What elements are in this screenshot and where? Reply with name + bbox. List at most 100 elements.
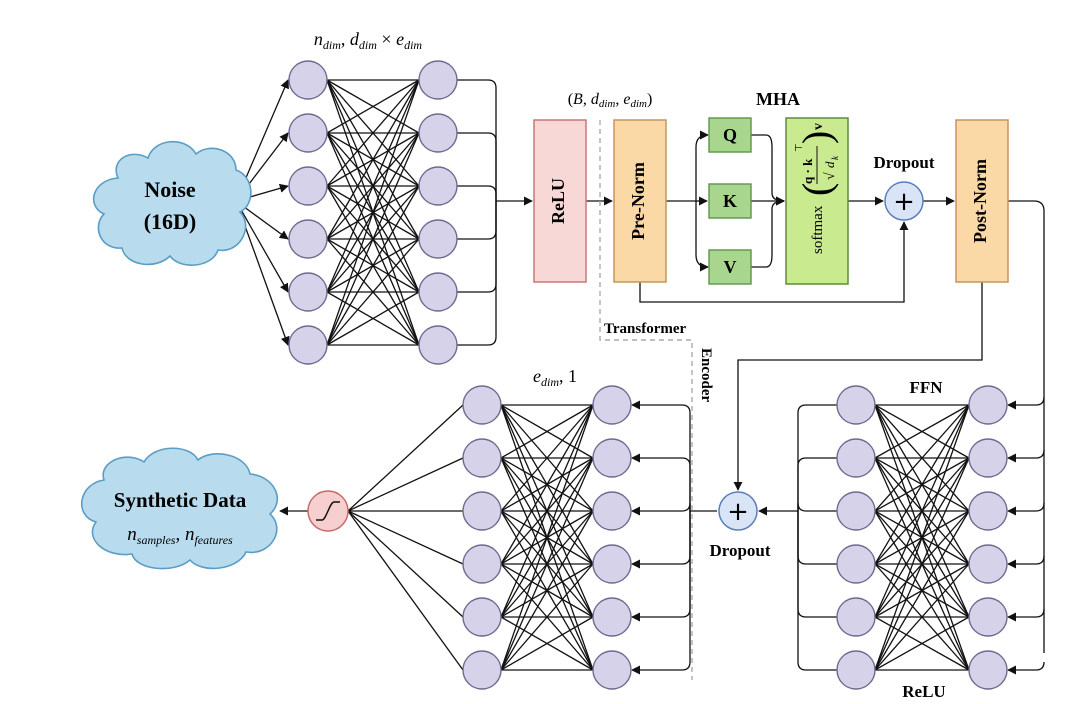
post-norm-block: Post-Norm (955, 119, 1009, 283)
bottom-left-input-neuron-5 (592, 597, 632, 637)
mesh-edge (874, 404, 970, 512)
value-block: V (708, 249, 752, 285)
bottom-right-mesh-connections (874, 404, 970, 671)
merge-edge (457, 132, 497, 201)
softmax-word: softmax (810, 205, 826, 254)
bottom-layer-dims-label: edim, 1 (533, 366, 577, 389)
mesh-edge (326, 79, 420, 293)
to-q (695, 130, 709, 201)
ffn-input-edge (1007, 449, 1045, 463)
plus-icon: + (727, 497, 749, 527)
synthetic-n1: n (127, 524, 137, 545)
q-label: Q (723, 125, 737, 145)
softmax-attention-block: softmax ( q · k ⊤ √ d k ) v (785, 117, 849, 285)
bottom-left-output-neuron-1 (462, 385, 502, 425)
softmax-dk: d (822, 161, 837, 168)
noise-edge (235, 200, 289, 293)
mesh-edge (500, 404, 594, 565)
synthetic-data-label: Synthetic Data (114, 488, 247, 512)
mesh-edge (500, 616, 594, 671)
activation-edge (347, 510, 464, 618)
mesh-edge (326, 79, 420, 240)
bottom-left-mesh-connections (500, 404, 594, 671)
bottom-left-input-neuron-2 (592, 438, 632, 478)
postnorm-bus (1008, 200, 1045, 653)
merge-edge (457, 201, 497, 346)
mesh-edge (500, 510, 594, 671)
activation-edge (347, 404, 464, 512)
noise-label: Noise (144, 177, 196, 202)
ffn-input-neuron-5 (968, 597, 1008, 637)
bl-input-edge (631, 400, 691, 511)
synthetic-data-cloud: Synthetic Data nsamples, nfeatures (81, 447, 279, 570)
pre-norm-label: Pre-Norm (628, 162, 648, 240)
top-output-neuron-3 (418, 166, 458, 206)
top-output-neuron-2 (418, 113, 458, 153)
relu-block-label: ReLU (548, 178, 568, 224)
softmax-open-paren: ( (794, 183, 839, 196)
synthetic-sep: , (175, 524, 185, 545)
softmax-v: v (811, 123, 826, 130)
v-label: V (724, 257, 737, 277)
activation-edge (347, 457, 464, 512)
ffn-output-neuron-1 (836, 385, 876, 425)
encoder-label: Encoder (698, 348, 714, 403)
bottom-left-output-neuron-5 (462, 597, 502, 637)
bottom-left-input-neuron-1 (592, 385, 632, 425)
mesh-edge (500, 457, 594, 671)
ffn-input-edge (1007, 661, 1045, 675)
ffn-merge-edge (797, 511, 837, 671)
mha-label: MHA (756, 89, 800, 109)
ffn-input-edge (1007, 502, 1045, 516)
mesh-edge (326, 79, 420, 346)
pre-norm-block: Pre-Norm (613, 119, 667, 283)
ffn-relu-label: ReLU (902, 682, 945, 701)
v-to-softmax (751, 196, 785, 268)
merge-edge (457, 79, 497, 201)
mesh-edge (326, 132, 420, 346)
top-input-neuron-6 (288, 325, 328, 365)
mesh-edge (326, 238, 420, 346)
softmax-sqrt: √ (823, 172, 838, 180)
dropout-add-bottom: + (718, 491, 758, 531)
bl-input-edge (631, 502, 691, 516)
mesh-edge (874, 563, 970, 671)
neurons (288, 60, 1008, 690)
top-layer-dims-label: ndim, ddim × edim (314, 29, 422, 52)
bottom-left-input-neuron-4 (592, 544, 632, 584)
ffn-output-neuron-4 (836, 544, 876, 584)
synthetic-sub-samples: samples (137, 533, 176, 547)
softmax-transpose: ⊤ (794, 143, 805, 152)
ffn-input-edge (1007, 555, 1045, 569)
ffn-output-neuron-5 (836, 597, 876, 637)
ffn-input-neuron-1 (968, 385, 1008, 425)
mesh-edge (874, 404, 970, 618)
softmax-close-paren: ) (794, 131, 839, 144)
mesh-edge (874, 616, 970, 671)
synthetic-data-shape: nsamples, nfeatures (127, 524, 233, 547)
softmax-dk-sub: k (830, 155, 840, 160)
bottom-left-output-neuron-3 (462, 491, 502, 531)
bl-input-edge (631, 511, 691, 569)
ffn-merge-edge (797, 404, 837, 511)
top-input-neuron-5 (288, 272, 328, 312)
top-input-neuron-4 (288, 219, 328, 259)
transformer-label: Transformer (604, 321, 687, 337)
activation-edge (347, 510, 464, 565)
synthetic-n2: n (185, 524, 195, 545)
plus-icon: + (893, 187, 915, 217)
noise-cloud: Noise (16D) (93, 140, 252, 266)
transformer-encoder-boundary (599, 120, 693, 680)
ffn-input-neuron-3 (968, 491, 1008, 531)
bottom-left-output-neuron-4 (462, 544, 502, 584)
ffn-label: FFN (909, 378, 943, 397)
noise-fan-out-connections (235, 79, 290, 346)
to-v (695, 201, 709, 272)
ffn-input-edge (1007, 396, 1045, 410)
ffn-merge-edge (797, 457, 837, 511)
merge-edge (457, 201, 497, 240)
top-output-neuron-6 (418, 325, 458, 365)
ffn-output-neuron-6 (836, 650, 876, 690)
top-output-neuron-5 (418, 272, 458, 312)
